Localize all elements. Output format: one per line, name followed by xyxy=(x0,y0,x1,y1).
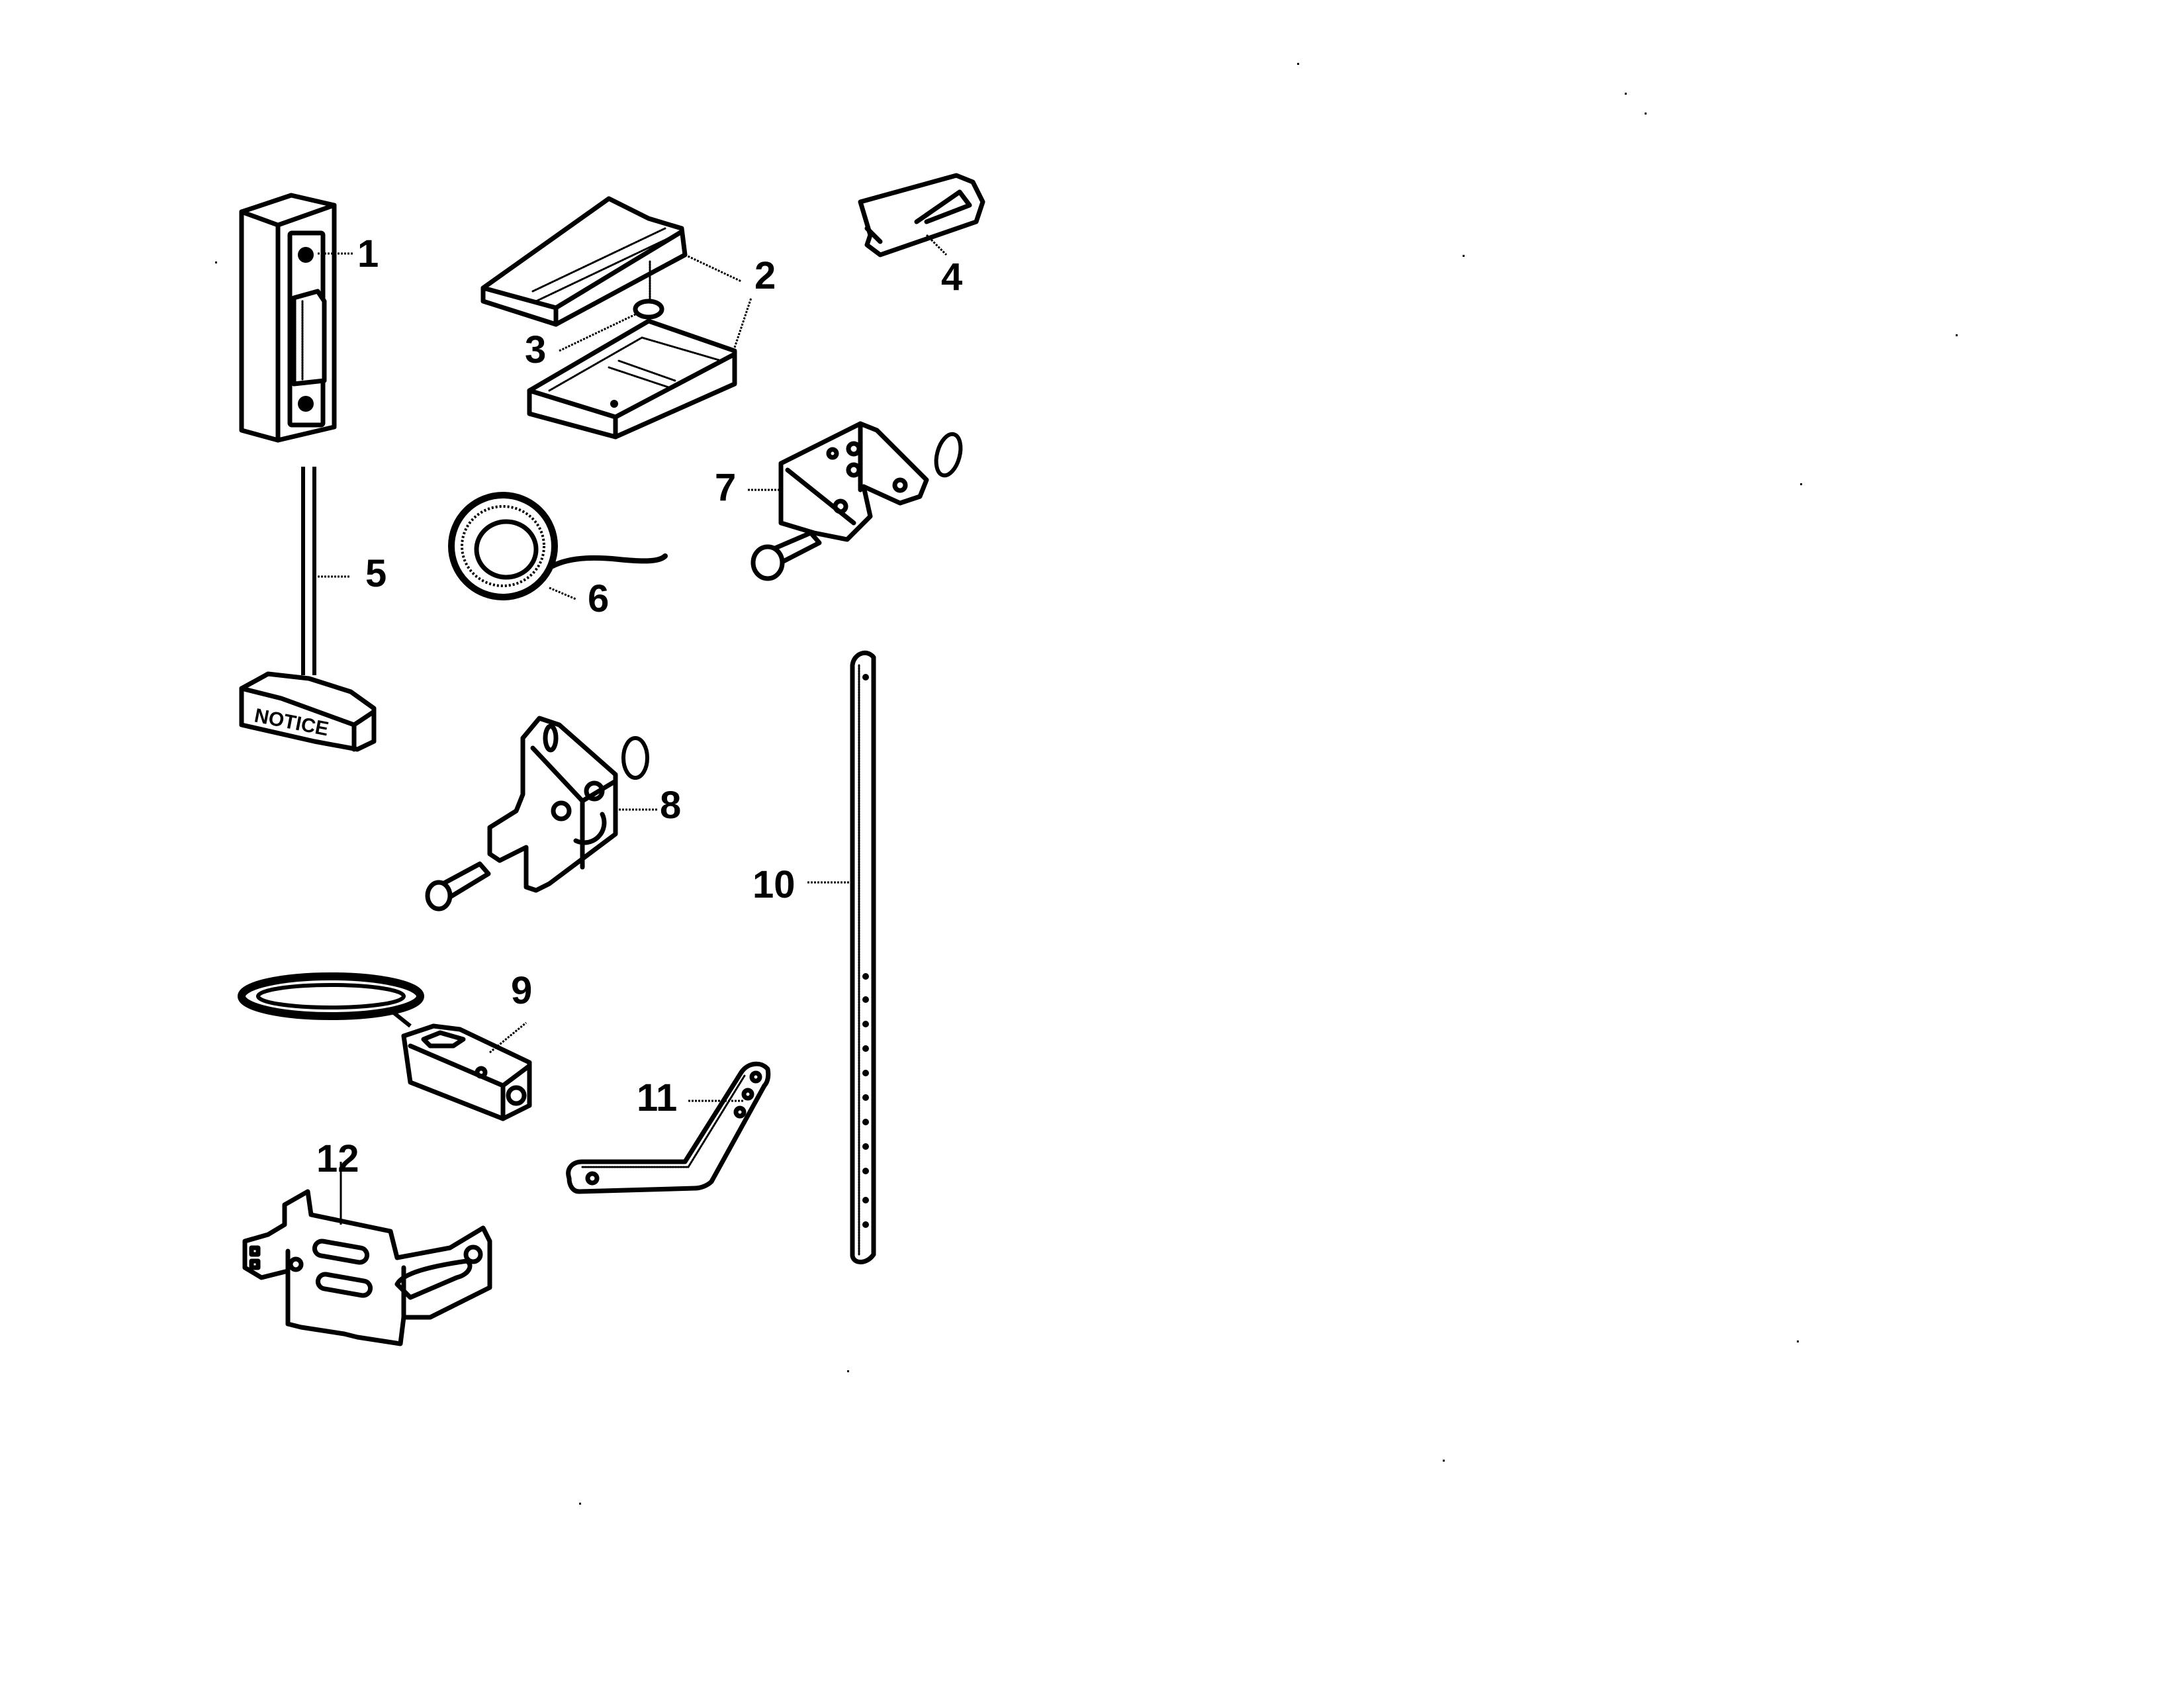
transmitter-housing-drawing xyxy=(480,196,752,440)
wire-coil-drawing xyxy=(448,492,668,600)
callout-5: 5 xyxy=(365,552,387,595)
scan-speck xyxy=(1443,1460,1445,1462)
part-12-sensor-bracket xyxy=(238,1162,503,1357)
push-button-drawing xyxy=(239,193,337,443)
part-1-push-button xyxy=(238,192,410,444)
callout-4: 4 xyxy=(941,256,963,299)
part-10-straight-arm xyxy=(841,645,887,1268)
part-11-curved-arm xyxy=(563,1056,781,1194)
callout-1: 1 xyxy=(357,232,379,275)
visor-clip-drawing xyxy=(858,173,985,258)
scan-speck xyxy=(1797,1340,1799,1342)
curved-arm-drawing xyxy=(566,1061,771,1194)
scan-speck xyxy=(847,1370,849,1372)
sensor-bracket-drawing xyxy=(242,1162,492,1346)
safety-sensor-drawing xyxy=(238,972,532,1121)
scan-speck xyxy=(1645,113,1647,115)
part-2-transmitter-housing xyxy=(477,189,768,440)
callout-12: 12 xyxy=(316,1137,359,1180)
callout-8: 8 xyxy=(660,784,682,827)
callout-2: 2 xyxy=(754,254,776,297)
part-6-wire-coil xyxy=(447,483,678,602)
straight-arm-drawing xyxy=(850,650,876,1264)
part-7-header-bracket xyxy=(748,417,966,596)
scan-speck xyxy=(579,1503,581,1505)
scan-speck xyxy=(1800,483,1802,485)
callout-7: 7 xyxy=(715,466,737,509)
release-handle-drawing: NOTICE xyxy=(239,467,377,752)
arm-holes xyxy=(862,973,869,1228)
scan-speck xyxy=(1956,334,1958,336)
callout-6: 6 xyxy=(588,577,610,620)
scan-speck xyxy=(1463,255,1465,257)
door-bracket-drawing xyxy=(425,716,649,912)
header-bracket-drawing xyxy=(751,421,963,581)
callout-10: 10 xyxy=(752,863,796,906)
scan-speck xyxy=(215,261,217,263)
part-9-safety-sensor xyxy=(235,963,546,1125)
callout-11: 11 xyxy=(637,1076,678,1119)
part-5-release-handle: NOTICE xyxy=(235,463,381,755)
part-4-visor-clip xyxy=(854,169,1019,268)
scan-speck xyxy=(1625,93,1627,95)
part-8-door-bracket xyxy=(417,708,668,914)
callout-3: 3 xyxy=(525,328,547,371)
callout-9: 9 xyxy=(511,969,533,1012)
scan-speck xyxy=(1297,63,1299,65)
